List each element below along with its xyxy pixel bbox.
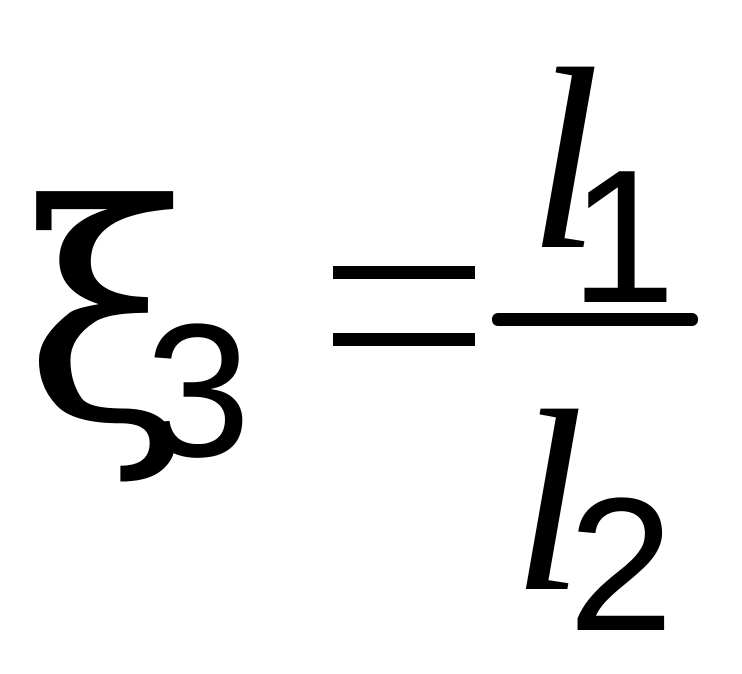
denominator-symbol: l bbox=[512, 358, 585, 646]
fraction-bar bbox=[492, 313, 698, 326]
xi-symbol: ξ bbox=[24, 141, 190, 490]
equals-top-bar bbox=[333, 266, 475, 279]
equals-bottom-bar bbox=[333, 333, 475, 346]
numerator-symbol: l bbox=[528, 16, 601, 304]
xi-subscript: 3 bbox=[145, 285, 251, 497]
equals-sign bbox=[333, 266, 475, 346]
numerator-subscript: 1 bbox=[570, 131, 676, 343]
denominator-subscript: 2 bbox=[568, 459, 674, 671]
